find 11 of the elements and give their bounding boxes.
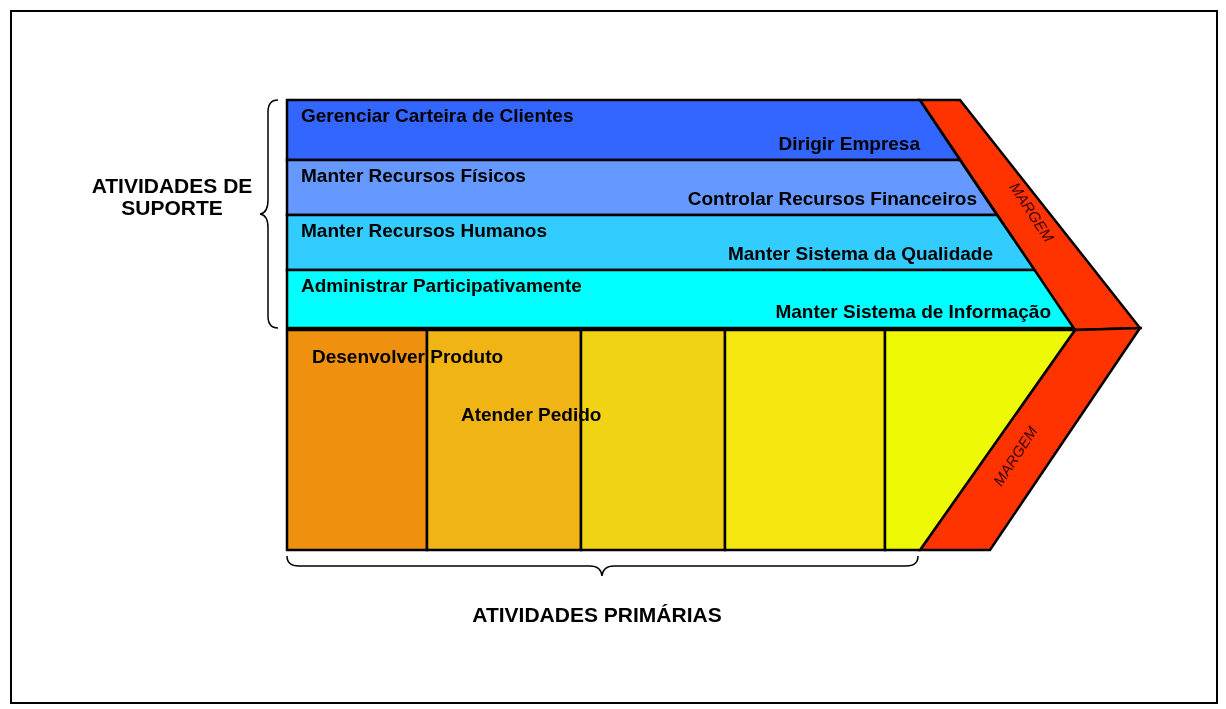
section-heading: ATIVIDADES DE SUPORTE: [90, 175, 254, 220]
activity-label: Dirigir Empresa: [778, 133, 920, 155]
activity-label: Desenvolver Produto: [312, 346, 504, 368]
section-heading: ATIVIDADES PRIMÁRIAS: [471, 604, 723, 627]
activity-label: Gerenciar Carteira de Clientes: [301, 105, 574, 127]
activity-label: Administrar Participativamente: [301, 275, 582, 297]
activity-label: Manter Sistema de Informação: [775, 301, 1051, 323]
activity-label: Manter Recursos Físicos: [301, 165, 526, 187]
activity-label: Manter Sistema da Qualidade: [727, 243, 993, 265]
activity-label: Controlar Recursos Financeiros: [687, 188, 977, 210]
activity-label: Manter Recursos Humanos: [301, 220, 547, 242]
